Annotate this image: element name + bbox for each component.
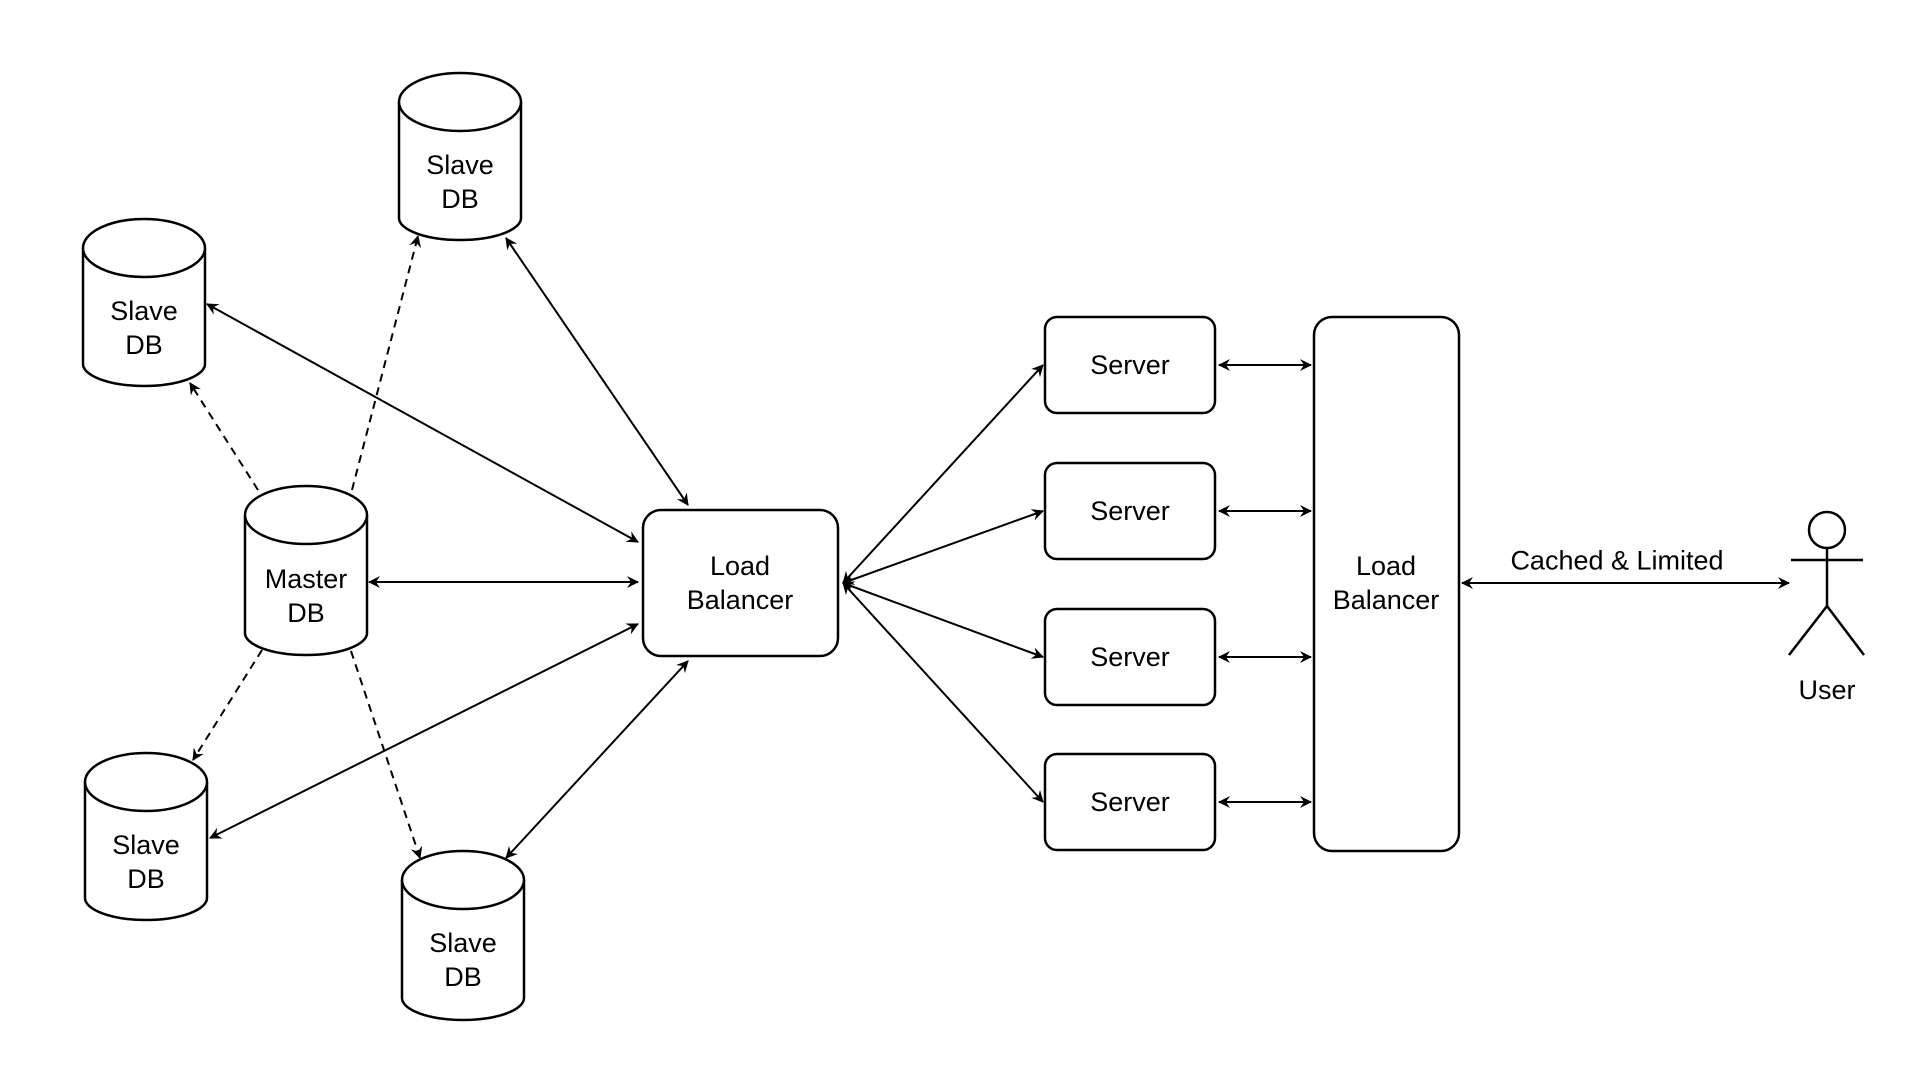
server-4-label: Server (1090, 787, 1170, 817)
replication-arrow-bottom (350, 650, 423, 859)
server-3-label: Server (1090, 642, 1170, 672)
edge-slave-top-lb (505, 237, 689, 506)
server-4-box[interactable] (1043, 752, 1217, 852)
edge-lb-server-1 (842, 364, 1044, 584)
edge-lb-server-3 (842, 581, 1044, 659)
load-balancer-db-box[interactable] (641, 508, 840, 658)
slave-db-bottom-shape[interactable] (400, 849, 526, 1022)
server-1-box[interactable] (1043, 315, 1217, 415)
cached-limited-label: Cached & Limited (1510, 545, 1724, 576)
replication-arrow-top (351, 235, 422, 491)
edge-slave-bottom-left-lb (209, 623, 639, 839)
replication-arrow-bottom-left (192, 649, 263, 761)
server-2-label: Server (1090, 496, 1170, 526)
slave-db-bottom-left-shape[interactable] (83, 751, 209, 922)
edge-slave-bottom-lb (505, 660, 689, 859)
server-2-box[interactable] (1043, 461, 1217, 561)
slave-db-top-shape[interactable] (397, 71, 523, 242)
edge-lb-server-4 (842, 582, 1044, 803)
slave-db-left-shape[interactable] (81, 217, 207, 388)
server-3-box[interactable] (1043, 607, 1217, 707)
server-1-label: Server (1090, 350, 1170, 380)
load-balancer-front-box[interactable] (1312, 315, 1461, 853)
user-actor-icon[interactable] (1788, 510, 1865, 656)
edge-slave-left-lb (206, 303, 639, 543)
user-label: User (1798, 675, 1856, 705)
edge-lb-server-2 (842, 509, 1044, 585)
replication-arrow-left (189, 382, 259, 491)
